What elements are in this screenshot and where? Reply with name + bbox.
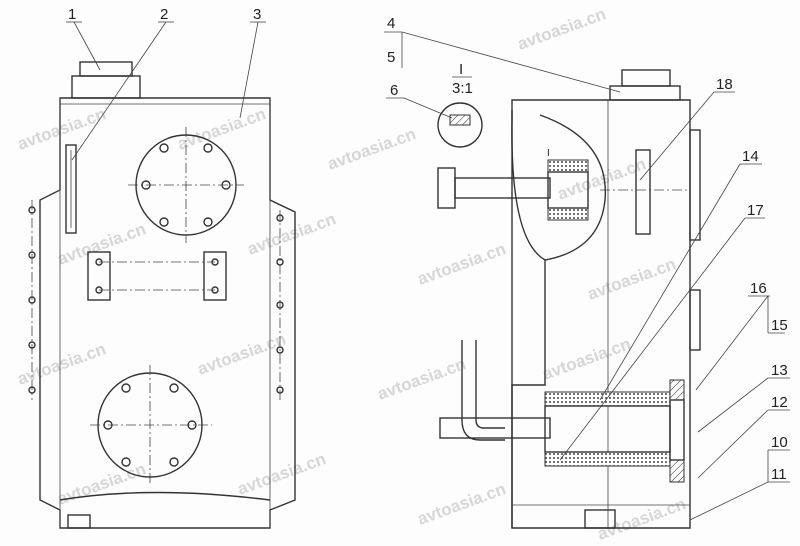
callout-1: 1 (68, 6, 76, 23)
callout-2: 2 (160, 6, 168, 23)
watermark-text: avtoasia.cn (55, 459, 149, 509)
return-pipe (461, 340, 505, 441)
filler-cap (79, 61, 133, 77)
mount-bracket-right (203, 251, 227, 301)
watermark-text: avtoasia.cn (375, 354, 469, 404)
filler-cap-side (621, 69, 671, 87)
mount-bracket-left (87, 251, 111, 301)
filler-base-side (609, 85, 681, 101)
callout-labels: 1 2 3 4 5 I 3:1 6 I 18 14 17 16 15 13 12… (68, 6, 788, 483)
callout-16: 16 (750, 280, 767, 297)
watermark-text: avtoasia.cn (585, 254, 679, 304)
level-gauge-side (635, 149, 651, 235)
drain-plug-side (584, 509, 616, 529)
watermark-text: avtoasia.cn (415, 479, 509, 529)
leader-lines (66, 21, 790, 521)
callout-12: 12 (771, 394, 788, 411)
upper-filter-mesh (547, 159, 589, 173)
lower-filter-mesh-top (544, 391, 671, 407)
callout-4: 4 (387, 15, 395, 32)
callout-11: 11 (771, 466, 787, 483)
suction-pipe (454, 177, 551, 199)
detail-circle-i (437, 102, 483, 148)
watermark-text: avtoasia.cn (540, 334, 634, 384)
callout-17: 17 (747, 202, 764, 219)
callout-5: 5 (387, 49, 395, 66)
callout-18: 18 (716, 76, 733, 93)
detail-mark: I (459, 61, 463, 78)
watermark-text: avtoasia.cn (15, 104, 109, 154)
callout-3: 3 (253, 6, 261, 23)
filter-cover (669, 399, 685, 461)
lower-filter-mesh-bottom (544, 451, 671, 467)
callout-14: 14 (742, 148, 759, 165)
drain-plug (67, 514, 91, 529)
filler-base (71, 75, 141, 99)
callout-10: 10 (771, 434, 788, 451)
watermark-text: avtoasia.cn (325, 124, 419, 174)
callout-15: 15 (771, 317, 788, 334)
level-gauge (65, 144, 77, 234)
tank-outline (39, 97, 296, 529)
callout-13: 13 (771, 362, 788, 379)
watermark-text: avtoasia.cn (175, 104, 269, 154)
watermark-text: avtoasia.cn (235, 449, 329, 499)
return-inlet (439, 417, 551, 439)
section-view (437, 69, 701, 529)
cutaway-curve (539, 114, 607, 261)
front-view (28, 61, 296, 529)
callout-6: 6 (390, 82, 398, 99)
watermark-text: avtoasia.cn (415, 239, 509, 289)
detail-ref: I (547, 148, 550, 159)
watermark-text: avtoasia.cn (245, 209, 339, 259)
return-filter (544, 405, 671, 453)
watermark-text: avtoasia.cn (595, 494, 689, 544)
detail-scale: 3:1 (452, 80, 473, 97)
upper-filter (547, 171, 589, 209)
suction-flange (437, 167, 456, 209)
watermark-text: avtoasia.cn (195, 329, 289, 379)
watermark-text: avtoasia.cn (515, 4, 609, 54)
